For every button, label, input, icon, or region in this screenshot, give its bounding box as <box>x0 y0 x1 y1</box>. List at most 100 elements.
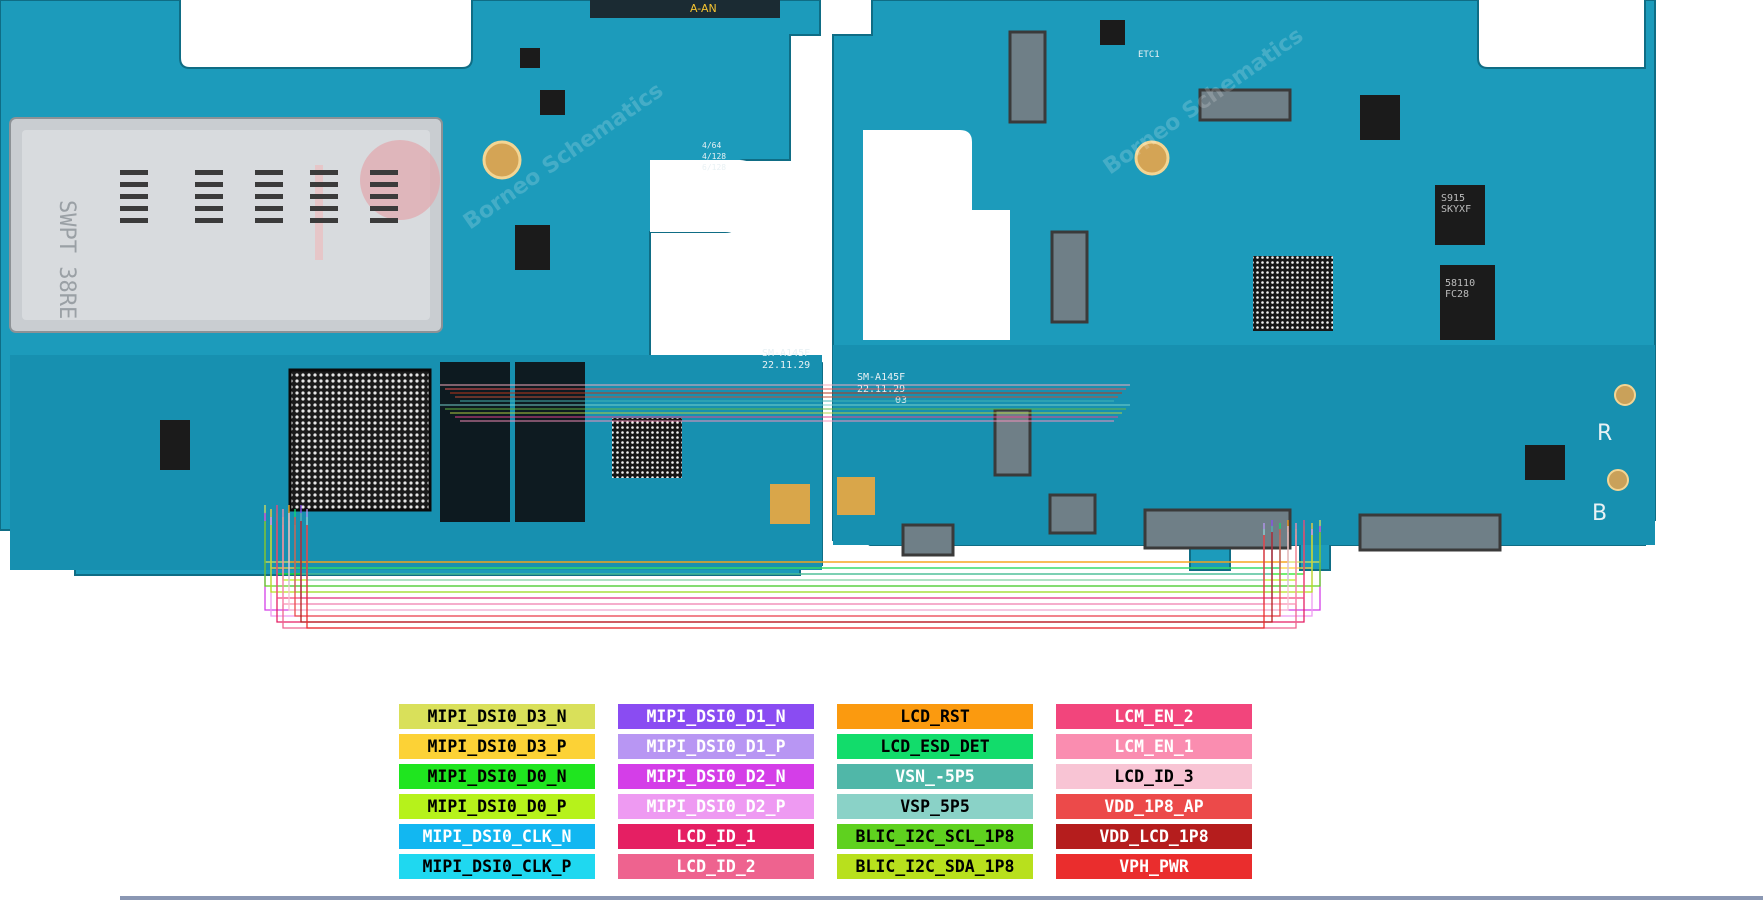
silk-rf-r: R <box>1597 421 1612 446</box>
legend-item: MIPI_DSI0_D3_N <box>399 704 595 729</box>
legend-item: BLIC_I2C_SDA_1P8 <box>837 854 1033 879</box>
connector-2 <box>1198 88 1292 122</box>
pmic-bga <box>612 418 682 478</box>
copper-pad-left <box>482 140 522 180</box>
right-bga <box>1253 256 1333 331</box>
top-chip <box>590 0 780 18</box>
chip-right-1 <box>1360 95 1400 140</box>
sim-contact <box>370 170 398 175</box>
signal-trace <box>306 525 1265 629</box>
silk-date-right: 22.11.29 <box>857 384 905 395</box>
sim-contact <box>120 194 148 199</box>
right-board: S915 SKYXF 58110 FC28 R B ETC1 SM-A145F … <box>832 0 1656 571</box>
legend-item: MIPI_DSI0_D3_P <box>399 734 595 759</box>
legend-item: VPH_PWR <box>1056 854 1252 879</box>
chip-text-1: S915 <box>1441 193 1465 204</box>
sim-tray-text: SWPT 38RE <box>54 200 79 319</box>
chip-right-5 <box>1100 20 1125 45</box>
legend-item: LCD_ID_3 <box>1056 764 1252 789</box>
chip-right-2 <box>1435 185 1485 245</box>
sim-contact <box>120 218 148 223</box>
top-chip-text: A-AN <box>690 2 717 15</box>
signal-traces <box>264 384 1321 629</box>
display-connector <box>1143 508 1292 550</box>
sim-contact <box>195 170 223 175</box>
sim-contact <box>120 170 148 175</box>
silk-model-left: SM-A145F <box>762 348 810 359</box>
legend-item: LCM_EN_2 <box>1056 704 1252 729</box>
legend-item: VSN_-5P5 <box>837 764 1033 789</box>
sim-contact <box>195 218 223 223</box>
signal-trace <box>294 517 1281 617</box>
chip-right-3 <box>1440 265 1495 340</box>
sim-contact <box>370 206 398 211</box>
legend-item: VDD_1P8_AP <box>1056 794 1252 819</box>
chip-text-3: 58110 <box>1445 278 1475 289</box>
signal-trace <box>300 521 1273 623</box>
rf-connector-r <box>1614 384 1636 406</box>
memory-chip-1 <box>440 362 510 522</box>
sim-contact <box>255 194 283 199</box>
connector-3 <box>1050 230 1089 324</box>
legend-item: LCD_ID_2 <box>618 854 814 879</box>
sim-contact <box>310 206 338 211</box>
silk-cap-2: 6/128 <box>702 163 726 172</box>
sim-contact <box>370 182 398 187</box>
chip-text-2: SKYXF <box>1441 204 1471 215</box>
chip-top-1 <box>520 48 540 68</box>
chip-right-4 <box>1525 445 1565 480</box>
silk-rev: 03 <box>895 395 907 406</box>
silk-model-right: SM-A145F <box>857 372 905 383</box>
rf-connector-b <box>1607 469 1629 491</box>
sim-contact <box>255 170 283 175</box>
legend-item: MIPI_DSI0_D2_N <box>618 764 814 789</box>
legend-item: MIPI_DSI0_D0_N <box>399 764 595 789</box>
sim-contacts <box>120 170 398 223</box>
sim-contact <box>310 170 338 175</box>
legend-item: VSP_5P5 <box>837 794 1033 819</box>
connector-4 <box>993 408 1032 477</box>
signal-trace <box>264 521 1321 587</box>
silk-date-left: 22.11.29 <box>762 360 810 371</box>
chip-mid-left <box>515 225 550 270</box>
silk-cap-table: 4/64 4/128 6/128 <box>702 141 726 172</box>
sim-contact <box>310 182 338 187</box>
sim-contact <box>120 206 148 211</box>
signal-trace <box>282 509 1297 605</box>
legend-item: LCD_RST <box>837 704 1033 729</box>
signal-trace <box>276 505 1305 599</box>
qr-code-left <box>770 484 810 524</box>
signal-legend: MIPI_DSI0_D3_N MIPI_DSI0_D3_P MIPI_DSI0_D0… <box>399 704 1252 900</box>
legend-item: MIPI_DSI0_D1_P <box>618 734 814 759</box>
connector-5 <box>1358 513 1502 552</box>
sim-contact <box>195 182 223 187</box>
chip-left-lower <box>160 420 190 470</box>
legend-item: MIPI_DSI0_D2_P <box>618 794 814 819</box>
legend-item: MIPI_DSI0_CLK_N <box>399 824 595 849</box>
silk-cap-1: 4/128 <box>702 152 726 161</box>
connector-1 <box>1008 30 1047 124</box>
legend-item: VDD_LCD_1P8 <box>1056 824 1252 849</box>
left-board: SWPT 38RE A-AN SM-A145F 22.11.29 <box>0 0 823 576</box>
memory-chip-2 <box>515 362 585 522</box>
sim-contact <box>310 218 338 223</box>
pcb-board-view: SWPT 38RE A-AN SM-A145F 22.11.29 <box>0 0 1656 629</box>
sim-contact <box>255 206 283 211</box>
legend-item: MIPI_DSI0_CLK_P <box>399 854 595 879</box>
legend-item: LCD_ESD_DET <box>837 734 1033 759</box>
right-center-cutout <box>863 130 1010 340</box>
chip-text-4: FC28 <box>1445 289 1469 300</box>
sim-contact <box>195 194 223 199</box>
silk-rf-b: B <box>1592 501 1607 526</box>
legend-item: LCM_EN_1 <box>1056 734 1252 759</box>
signal-trace <box>270 525 1313 593</box>
sim-tray: SWPT 38RE <box>9 117 443 333</box>
sim-contact <box>255 182 283 187</box>
qr-code-right <box>837 477 875 515</box>
sim-contact <box>255 218 283 223</box>
connector-6 <box>1048 493 1097 535</box>
bottom-strip <box>120 896 1763 900</box>
signal-trace <box>288 513 1289 611</box>
sim-contact <box>370 194 398 199</box>
silk-etc: ETC1 <box>1138 50 1160 60</box>
